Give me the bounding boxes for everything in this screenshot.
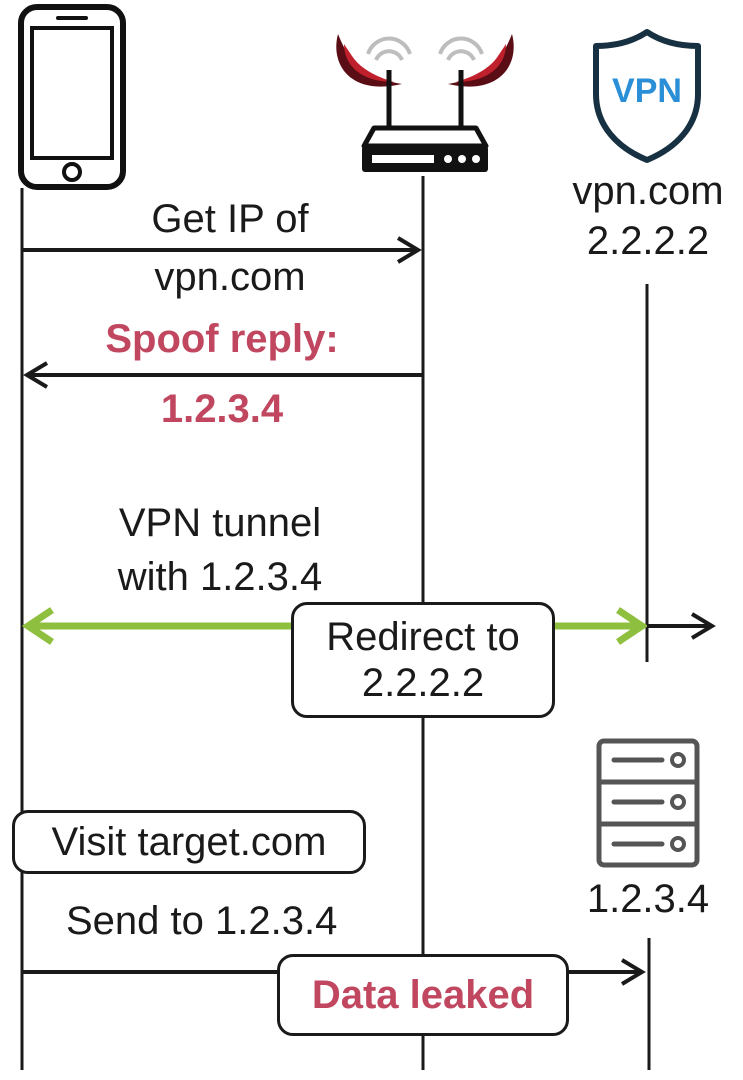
vpn-tunnel-arrowhead-left (21, 607, 54, 645)
dns-query-arrowhead (396, 236, 422, 264)
spoof-reply-arrowhead (23, 361, 49, 389)
visit-target-box: Visit target.com (12, 810, 366, 874)
vpn-shield-icon (593, 29, 701, 163)
vpn-tunnel-arrowhead-right (616, 607, 649, 645)
malicious-router-icon (336, 34, 514, 172)
vpn-tunnel-label-line1: VPN tunnel (118, 501, 322, 545)
data-leaked-box: Data leaked (277, 954, 569, 1036)
data-leaked-label: Data leaked (311, 973, 535, 1017)
vpn-ip-label: 2.2.2.2 (586, 219, 710, 263)
server-ip-label: 1.2.3.4 (586, 877, 710, 921)
vpn-tunnel-label-line2: with 1.2.3.4 (117, 555, 323, 599)
vpn-domain-label: vpn.com (572, 169, 724, 213)
spoof-reply-label: Spoof reply: (105, 317, 339, 361)
send-label: Send to 1.2.3.4 (66, 899, 338, 943)
send-arrowhead (620, 958, 646, 986)
smartphone-icon (18, 4, 126, 190)
vpn-forward-arrowhead (690, 612, 716, 640)
dns-query-label-line1: Get IP of (151, 197, 309, 241)
redirect-label-line2: 2.2.2.2 (361, 661, 485, 705)
dns-query-label-line2: vpn.com (154, 255, 306, 299)
visit-target-label: Visit target.com (51, 820, 327, 864)
server-icon (596, 738, 700, 868)
redirect-box: Redirect to 2.2.2.2 (291, 602, 555, 718)
spoofed-ip-label: 1.2.3.4 (160, 387, 284, 431)
redirect-label-line1: Redirect to (326, 615, 520, 659)
vpn-badge-text: VPN (612, 72, 682, 110)
